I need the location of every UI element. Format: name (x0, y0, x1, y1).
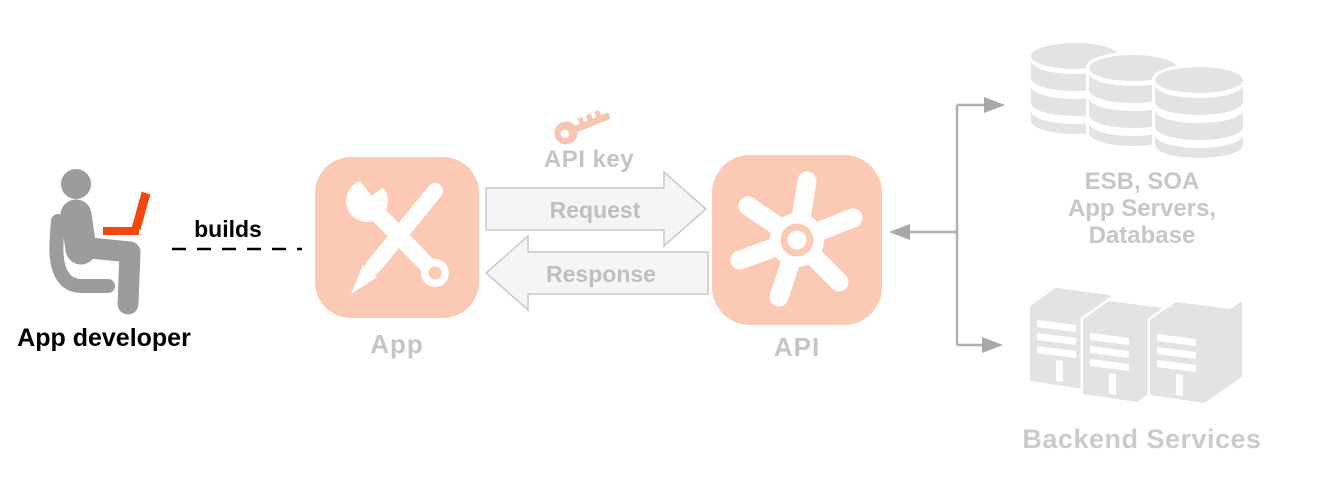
esb-line-3: Database (1088, 222, 1196, 249)
app-developer-label: App developer (17, 324, 191, 352)
response-arrow-icon (484, 234, 709, 312)
backend-connector (889, 97, 1005, 353)
builds-dashed-line (172, 247, 302, 251)
app-developer-icon (49, 169, 151, 315)
pinwheel-icon (730, 171, 863, 307)
esb-caption: ESB, SOA App Servers, Database (1032, 168, 1252, 249)
app-label: App (370, 329, 424, 359)
api-gear-icon (712, 155, 882, 325)
esb-line-2: App Servers, (1067, 195, 1217, 222)
leg-icon (69, 236, 141, 315)
laptop-icon (131, 191, 151, 231)
wrench-icon (346, 157, 449, 287)
server-cluster-icon (1026, 280, 1242, 415)
arrowhead-to-backend-icon (982, 337, 1003, 353)
api-label: API (773, 332, 821, 362)
backend-services-label: Backend Services (1022, 424, 1262, 454)
request-arrow-icon (485, 170, 708, 248)
builds-label: builds (194, 216, 262, 242)
api-key-icon (554, 110, 611, 145)
head-icon (61, 169, 91, 199)
torso-icon (60, 199, 97, 265)
esb-line-1: ESB, SOA (1084, 168, 1200, 195)
response-label: Response (546, 261, 656, 287)
pencil-icon (351, 183, 443, 294)
arrowhead-to-esb-icon (984, 97, 1005, 113)
arrowhead-to-api-icon (889, 224, 910, 240)
database-cluster-icon (1024, 38, 1264, 162)
database-cylinder-icon (1155, 67, 1243, 158)
request-label: Request (549, 197, 641, 223)
request-response-arrows (484, 170, 709, 312)
api-key-label: API key (543, 146, 635, 173)
chair-icon (49, 214, 115, 293)
server-side-panel (1204, 301, 1242, 403)
app-tools-icon (315, 157, 479, 318)
